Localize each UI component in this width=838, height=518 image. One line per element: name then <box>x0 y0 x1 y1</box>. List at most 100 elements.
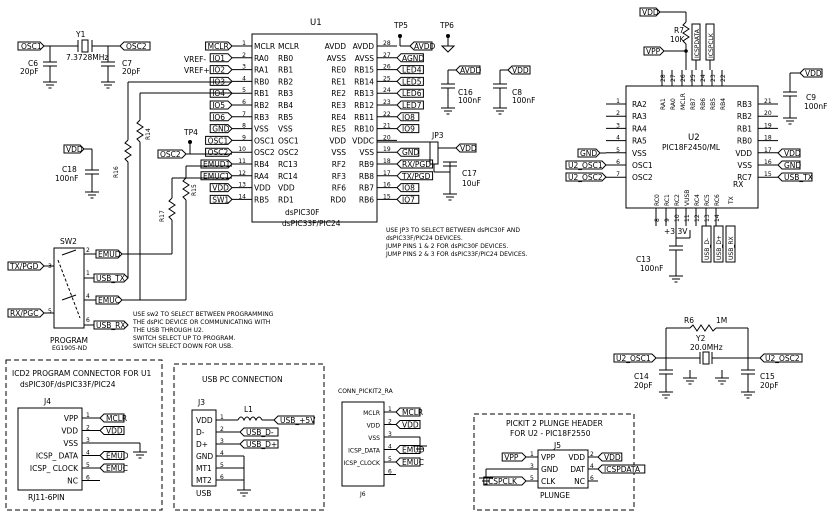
j4-pin-name: ICSP_ DATA <box>36 452 79 461</box>
l1-ref: L1 <box>244 405 253 414</box>
u1-pin-name: VDD <box>278 184 295 193</box>
u2-pin-number: 17 <box>764 147 772 154</box>
j4-part: RJ11-6PIN <box>28 493 65 502</box>
u2-pin-name: RC1 <box>664 194 671 206</box>
net-flag <box>99 451 125 460</box>
u1-left-net-flag <box>205 41 233 51</box>
icd2-connector-box: ICD2 PROGRAM CONNECTOR FOR U1 dsPIC30F/d… <box>5 359 163 511</box>
u1-pin-name: VDD <box>329 136 346 145</box>
u1-left-net-label: IO2 <box>212 66 225 75</box>
c17-ref: C17 <box>462 169 477 178</box>
u1-pin-number: 3 <box>242 64 246 71</box>
emud-flag <box>95 249 123 259</box>
j6-pin-name: VSS <box>368 435 380 442</box>
u2-pin-number: 21 <box>764 98 772 105</box>
y2-value: 20.0MHz <box>690 343 723 352</box>
inductor-l1 <box>237 416 263 422</box>
plunge-title1: PICKIT 2 PLUNGE HEADER <box>506 419 603 428</box>
u1-pin-name: RB5 <box>278 113 293 122</box>
net-flag-label: ICSPCLK <box>486 477 518 486</box>
u2-pin-name: RB7 <box>690 98 697 110</box>
u1-pin-number: 28 <box>383 40 391 47</box>
u1-pin-number: 27 <box>383 52 391 59</box>
u1-left-net-label: IO6 <box>212 113 225 122</box>
c14-value: 20pF <box>634 381 653 390</box>
net-flag-label: VPP <box>504 453 519 462</box>
sw2-pin: 2 <box>86 247 90 254</box>
net-flag-label: VDD <box>106 427 123 436</box>
u1-pin-outer-name: AVDD <box>353 42 375 51</box>
net-flag-label: EMUD <box>402 446 425 455</box>
u2-bottom-net-flag <box>701 225 712 263</box>
j5-ref: J5 <box>553 441 561 450</box>
u1-right-net-flag <box>396 183 420 193</box>
icspclk-label: ICSPCLK <box>708 32 715 58</box>
u1-pin-number: 2 <box>242 52 246 59</box>
u2-pin-name: RA2 <box>632 100 647 109</box>
c9-vdd-label: VDD <box>805 69 822 78</box>
net-flag-label: USB_D- <box>246 428 274 437</box>
u2-pin-name: RC7 <box>737 173 752 182</box>
u1-pin-outer-name: RB4 <box>254 160 269 169</box>
u1-pin-name: RC14 <box>278 172 298 181</box>
j5-pin-number: 1 <box>530 451 534 458</box>
u2-rx-label: RX <box>733 180 743 189</box>
net-flag-label: GND <box>580 149 597 158</box>
u1-pin-number: 21 <box>383 123 391 130</box>
u2-pin-number: 9 <box>664 218 671 222</box>
u1-pin-number: 8 <box>242 123 246 130</box>
u1-pin-number: 10 <box>238 146 246 153</box>
u1-right-net-label: LED7 <box>402 101 422 110</box>
c8-value: 100nF <box>512 96 535 105</box>
u1-pin-outer-name: RB2 <box>254 101 269 110</box>
j5-pin-number: 3 <box>530 463 534 470</box>
u1-pin-outer-name: RB6 <box>359 195 374 204</box>
u2-pin-name: RB1 <box>737 124 752 133</box>
u2-osc2-flag <box>759 353 803 363</box>
net-flag-label: VDD <box>402 421 419 430</box>
u2-pin-number: 10 <box>674 214 681 222</box>
u2-pin-name: RA0 <box>670 98 677 110</box>
crystal-y2 <box>702 351 710 365</box>
osc1-net-label: OSC1 <box>21 42 42 51</box>
u2-pin-number: 19 <box>764 122 772 129</box>
u2-pin-name: VSS <box>737 161 752 170</box>
j4-pin-name: NC <box>67 477 78 486</box>
r6-value: 1M <box>716 316 727 325</box>
u1-pin-number: 23 <box>383 99 391 106</box>
j6-ref: J6 <box>359 491 366 498</box>
net-flag-label: EMUC <box>402 458 424 467</box>
j5-pin-number: 6 <box>590 475 594 482</box>
j3-pin-name: VDD <box>196 416 213 425</box>
u1-left-net-label: OSC1 <box>208 136 229 145</box>
c9-value: 100nF <box>804 102 827 111</box>
u1-left-net-label: EMUC1 <box>203 172 230 181</box>
u2-pin-name: RC4 <box>694 194 701 206</box>
tp4-ref: TP4 <box>183 128 198 137</box>
vpp-flag <box>643 46 665 56</box>
u1-pin-name: RD1 <box>278 195 294 204</box>
rx-pgc-flag <box>7 308 45 318</box>
u1-pin-outer-name: RB5 <box>254 195 269 204</box>
j6-pin-number: 5 <box>388 456 392 463</box>
u1-pin-name: VSS <box>278 125 293 134</box>
r14-ref: R14 <box>145 128 152 140</box>
u1-pin-number: 22 <box>383 111 391 118</box>
u1-pin-outer-name: OSC2 <box>254 148 275 157</box>
net-flag <box>777 148 801 158</box>
u1-left-net-label: EMUD1 <box>203 160 230 169</box>
u1-pin-outer-name: RB10 <box>354 125 374 134</box>
tp6-ref: TP6 <box>439 21 454 30</box>
u1-right-net-label: AGND <box>402 54 424 63</box>
u2-pin-name: RC0 <box>654 194 661 206</box>
j4-pin-number: 1 <box>86 412 90 419</box>
u2-pin-name: RA1 <box>660 98 667 110</box>
emuc-flag <box>95 295 123 305</box>
c17-value: 10uF <box>462 179 481 188</box>
j6-body <box>341 401 385 487</box>
u1-pin-outer-name: RA0 <box>254 54 269 63</box>
u1-pin-name: RC13 <box>278 160 298 169</box>
u1-ref: U1 <box>310 18 322 28</box>
